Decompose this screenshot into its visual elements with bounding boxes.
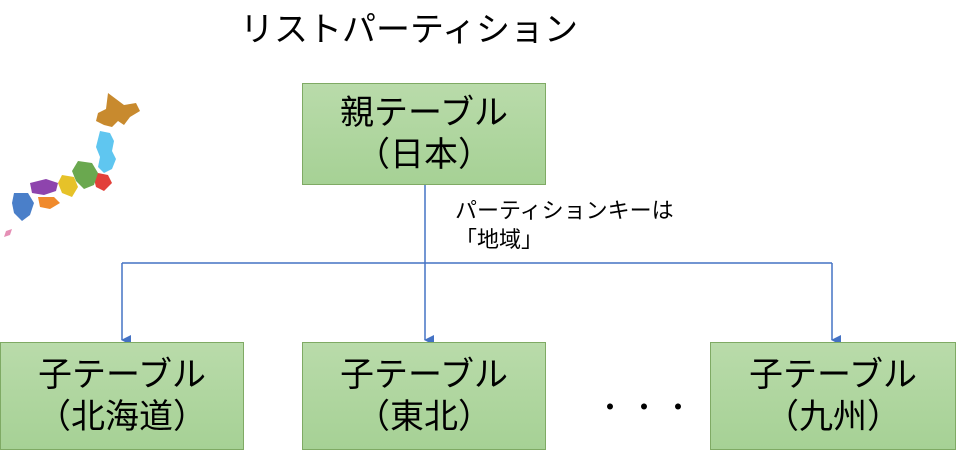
child-table-box-kyushu: 子テーブル （九州） (710, 342, 956, 450)
child-table-label: 子テーブル (340, 355, 508, 395)
child-table-box-hokkaido: 子テーブル （北海道） (0, 342, 244, 450)
child-table-region: （北海道） (37, 397, 207, 437)
child-table-region: （東北） (356, 397, 492, 437)
parent-table-box: 親テーブル （日本） (302, 83, 546, 185)
partition-key-line1: パーティションキーは (455, 199, 674, 224)
japan-map-icon (4, 93, 140, 237)
child-table-label: 子テーブル (38, 355, 206, 395)
child-table-box-tohoku: 子テーブル （東北） (302, 342, 546, 450)
child-table-region: （九州） (765, 397, 901, 437)
partition-key-label: パーティションキーは 「地域」 (455, 197, 674, 255)
diagram-title: リストパーティション (240, 10, 578, 50)
parent-table-label: 親テーブル (340, 93, 508, 133)
child-table-label: 子テーブル (749, 355, 917, 395)
partition-key-line2: 「地域」 (455, 228, 544, 253)
parent-table-region: （日本） (356, 135, 492, 175)
ellipsis: ・・・ (596, 391, 699, 424)
